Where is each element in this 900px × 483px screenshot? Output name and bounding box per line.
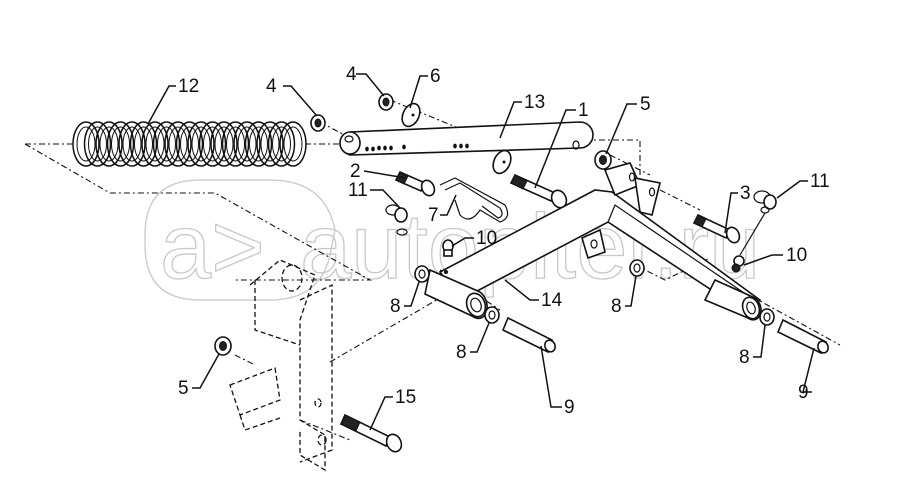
spring-coil bbox=[279, 121, 307, 167]
callout-13: 13 bbox=[524, 92, 545, 113]
spring-coil-inner bbox=[214, 126, 234, 162]
clip-part-11a bbox=[385, 204, 408, 236]
watermark-logo-frame bbox=[144, 179, 336, 301]
spring-coil bbox=[198, 121, 227, 167]
spring-coil-inner bbox=[226, 126, 245, 162]
bolt-part-3 bbox=[692, 213, 741, 244]
spring-coil-inner bbox=[260, 126, 280, 162]
spring-coil bbox=[244, 121, 273, 167]
callout-8b: 8 bbox=[611, 296, 622, 317]
spring-coil bbox=[72, 121, 100, 167]
spring-coil-inner bbox=[249, 126, 268, 162]
nut-part-5a bbox=[594, 150, 612, 170]
washer-part bbox=[492, 149, 512, 175]
spring-coil-inner bbox=[180, 126, 199, 162]
callout-7: 7 bbox=[428, 205, 439, 226]
bushing-part-8b bbox=[484, 306, 500, 324]
callout-2: 2 bbox=[350, 161, 361, 182]
callout-10b: 10 bbox=[786, 245, 807, 266]
spring-coil bbox=[106, 121, 135, 167]
spring-coil bbox=[256, 121, 284, 167]
spring-coil-inner bbox=[122, 126, 142, 162]
callout-15: 15 bbox=[395, 387, 416, 408]
spring-coil bbox=[118, 121, 146, 167]
callout-4a: 4 bbox=[266, 76, 277, 97]
grease-nipple-part-10b bbox=[731, 255, 745, 273]
callout-3: 3 bbox=[740, 183, 751, 204]
callout-11b: 11 bbox=[810, 171, 830, 192]
spring-clip-part-7 bbox=[439, 177, 509, 223]
link-bar-part-13 bbox=[339, 121, 594, 156]
mounting-bracket-phantom bbox=[229, 259, 333, 472]
spring-part-12 bbox=[72, 121, 307, 167]
spring-coil-inner bbox=[272, 126, 291, 162]
pin-part-9a bbox=[501, 316, 556, 354]
leader-lines bbox=[147, 73, 815, 431]
pin-part-9b bbox=[776, 318, 829, 355]
spring-coil-inner bbox=[283, 126, 303, 162]
spring-coil bbox=[141, 121, 169, 167]
callout-12: 12 bbox=[178, 76, 199, 97]
spring-coil-inner bbox=[76, 126, 96, 162]
spring-coil bbox=[267, 121, 296, 167]
callout-10a: 10 bbox=[476, 228, 497, 249]
spring-coil-inner bbox=[157, 126, 176, 162]
callout-8d: 8 bbox=[739, 347, 750, 368]
spring-coil-inner bbox=[99, 126, 119, 162]
spring-coil-inner bbox=[237, 126, 257, 162]
spring-coil bbox=[129, 121, 158, 167]
callout-8a: 8 bbox=[390, 296, 401, 317]
arm-frame-part-14 bbox=[424, 162, 762, 321]
watermark-logo: a> bbox=[160, 196, 265, 298]
callout-9a: 9 bbox=[564, 397, 575, 418]
spring-coil-inner bbox=[134, 126, 153, 162]
callout-8c: 8 bbox=[456, 342, 467, 363]
spring-coil-inner bbox=[88, 126, 107, 162]
nut-part-5b bbox=[214, 336, 232, 356]
callout-6: 6 bbox=[430, 66, 441, 87]
spring-coil bbox=[233, 121, 261, 167]
bolt-part-2 bbox=[394, 170, 436, 197]
spring-coil bbox=[164, 121, 192, 167]
clip-part-11b bbox=[739, 190, 777, 256]
bushing-part-8d bbox=[759, 308, 775, 326]
spring-coil-inner bbox=[168, 126, 188, 162]
spring-coil-inner bbox=[145, 126, 165, 162]
grease-nipple-part-10a bbox=[442, 239, 454, 257]
spring-coil bbox=[221, 121, 250, 167]
spring-coil bbox=[187, 121, 215, 167]
spring-coil bbox=[210, 121, 238, 167]
bushing-part-8c bbox=[629, 259, 645, 277]
callout-11a: 11 bbox=[348, 180, 368, 201]
nut-part-4b bbox=[378, 93, 394, 111]
callout-4b: 4 bbox=[346, 64, 357, 85]
callout-9b: 9 bbox=[798, 382, 809, 403]
callout-1: 1 bbox=[578, 100, 589, 121]
spring-coil bbox=[83, 121, 112, 167]
spring-coil-inner bbox=[111, 126, 130, 162]
spring-coil-inner bbox=[191, 126, 211, 162]
bolt-part-15 bbox=[339, 413, 403, 453]
callout-5b: 5 bbox=[178, 378, 189, 399]
bushing-part-8a bbox=[414, 265, 430, 283]
bolt-part-1 bbox=[509, 173, 568, 209]
spring-coil-inner bbox=[203, 126, 222, 162]
spring-coil bbox=[175, 121, 204, 167]
callout-labels: 12 4 4 6 13 1 5 2 11 7 10 3 11 10 8 14 8… bbox=[178, 64, 830, 418]
callout-14: 14 bbox=[541, 290, 563, 311]
nut-part-4a bbox=[310, 114, 326, 132]
callout-5a: 5 bbox=[640, 94, 651, 115]
spring-coil bbox=[95, 121, 123, 167]
spring-coil bbox=[152, 121, 181, 167]
washer-part-6 bbox=[401, 102, 421, 128]
